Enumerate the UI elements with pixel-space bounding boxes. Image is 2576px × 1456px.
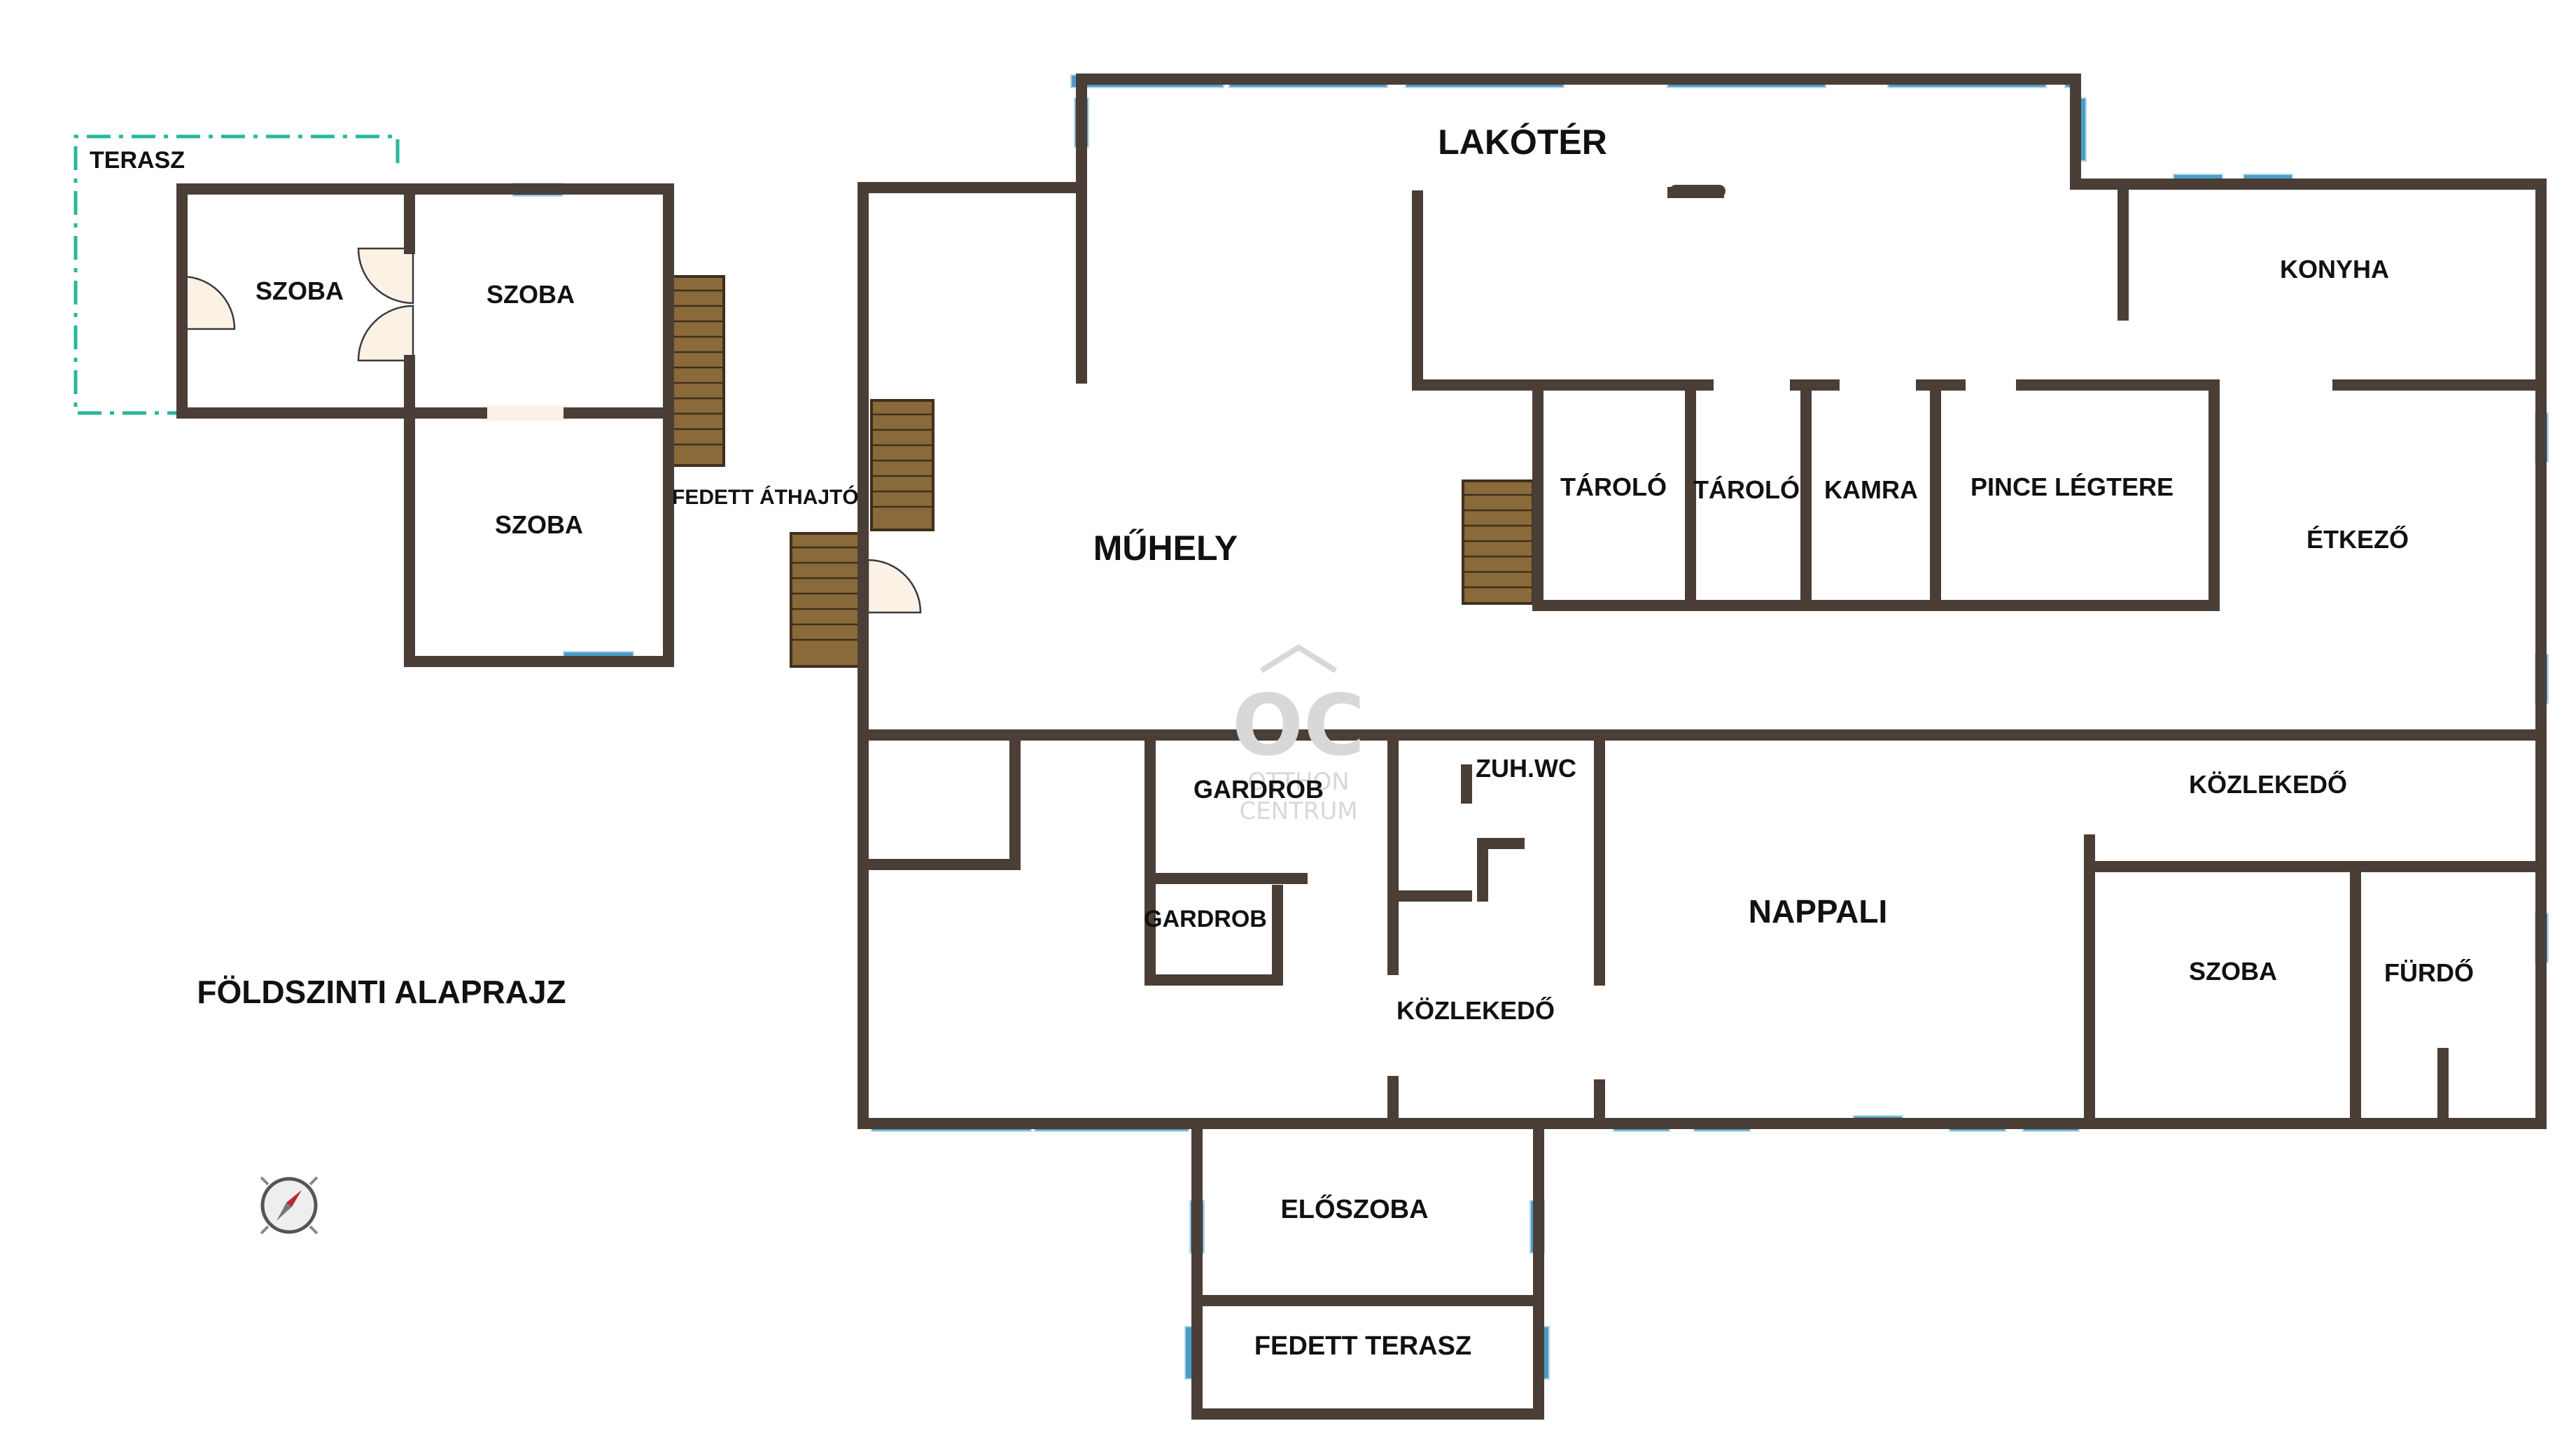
label-fedett-terasz: FEDETT TERASZ bbox=[1254, 1331, 1471, 1361]
label-fedett-athajto: FEDETT ÁTHAJTÓ bbox=[672, 485, 859, 509]
door-szoba-west bbox=[181, 275, 236, 330]
label-etkezo: ÉTKEZŐ bbox=[2306, 524, 2409, 554]
label-tarolo-1: TÁROLÓ bbox=[1560, 472, 1667, 501]
watermark-logo: OC bbox=[1232, 678, 1365, 775]
watermark-line2: CENTRUM bbox=[1239, 797, 1357, 825]
label-konyha: KONYHA bbox=[2280, 255, 2389, 284]
label-gardrob-2: GARDROB bbox=[1144, 906, 1267, 932]
room-labels: TERASZ SZOBA SZOBA SZOBA FEDETT ÁTHAJTÓ … bbox=[90, 122, 2474, 1361]
label-lakoter: LAKÓTÉR bbox=[1438, 122, 1607, 162]
label-kozlekedo-2: KÖZLEKEDŐ bbox=[1396, 995, 1555, 1025]
stairs bbox=[671, 275, 1534, 668]
stairs-covered-driveway-lower bbox=[790, 532, 861, 668]
door-muhely bbox=[867, 559, 922, 614]
label-szoba-4: SZOBA bbox=[2189, 957, 2277, 986]
label-tarolo-2: TÁROLÓ bbox=[1693, 475, 1800, 504]
label-kozlekedo-1: KÖZLEKEDŐ bbox=[2189, 769, 2347, 799]
stairs-storage bbox=[1462, 479, 1534, 605]
label-eloszoba: ELŐSZOBA bbox=[1280, 1194, 1428, 1224]
stairs-covered-driveway-upper bbox=[870, 399, 934, 531]
wall-eloszoba bbox=[1191, 1118, 1544, 1306]
compass-icon bbox=[260, 1176, 318, 1235]
watermark: OC OTTHON CENTRUM bbox=[1232, 644, 1365, 825]
door-double-lower bbox=[357, 304, 414, 362]
label-kamra: KAMRA bbox=[1824, 475, 1918, 504]
label-szoba-2: SZOBA bbox=[486, 280, 575, 309]
door-opening-szoba bbox=[482, 405, 569, 421]
doors bbox=[181, 247, 922, 614]
watermark-roof-icon bbox=[1259, 644, 1338, 673]
label-szoba-1: SZOBA bbox=[255, 276, 344, 305]
door-double-upper bbox=[357, 247, 414, 304]
label-pince-legtere: PINCE LÉGTERE bbox=[1970, 472, 2174, 501]
label-gardrob-1: GARDROB bbox=[1194, 775, 1324, 804]
label-zuh-wc: ZUH.WC bbox=[1476, 754, 1576, 783]
label-szoba-3: SZOBA bbox=[495, 510, 583, 539]
terrace-outline bbox=[74, 134, 400, 415]
label-furdo: FÜRDŐ bbox=[2384, 958, 2474, 987]
walls bbox=[176, 74, 2547, 1420]
label-muhely: MŰHELY bbox=[1093, 528, 1238, 568]
watermark-line1: OTTHON bbox=[1247, 768, 1349, 796]
label-terasz: TERASZ bbox=[90, 147, 185, 174]
windows bbox=[512, 74, 2549, 1380]
plan-title: FÖLDSZINTI ALAPRAJZ bbox=[197, 974, 566, 1010]
label-nappali: NAPPALI bbox=[1749, 893, 1888, 930]
wall-west-building-outer bbox=[176, 183, 674, 667]
stair-treads bbox=[672, 289, 1533, 641]
wall-stub bbox=[1670, 185, 1726, 197]
stairs-right-of-rooms bbox=[671, 275, 725, 467]
wall-main-outer bbox=[858, 74, 2547, 1129]
